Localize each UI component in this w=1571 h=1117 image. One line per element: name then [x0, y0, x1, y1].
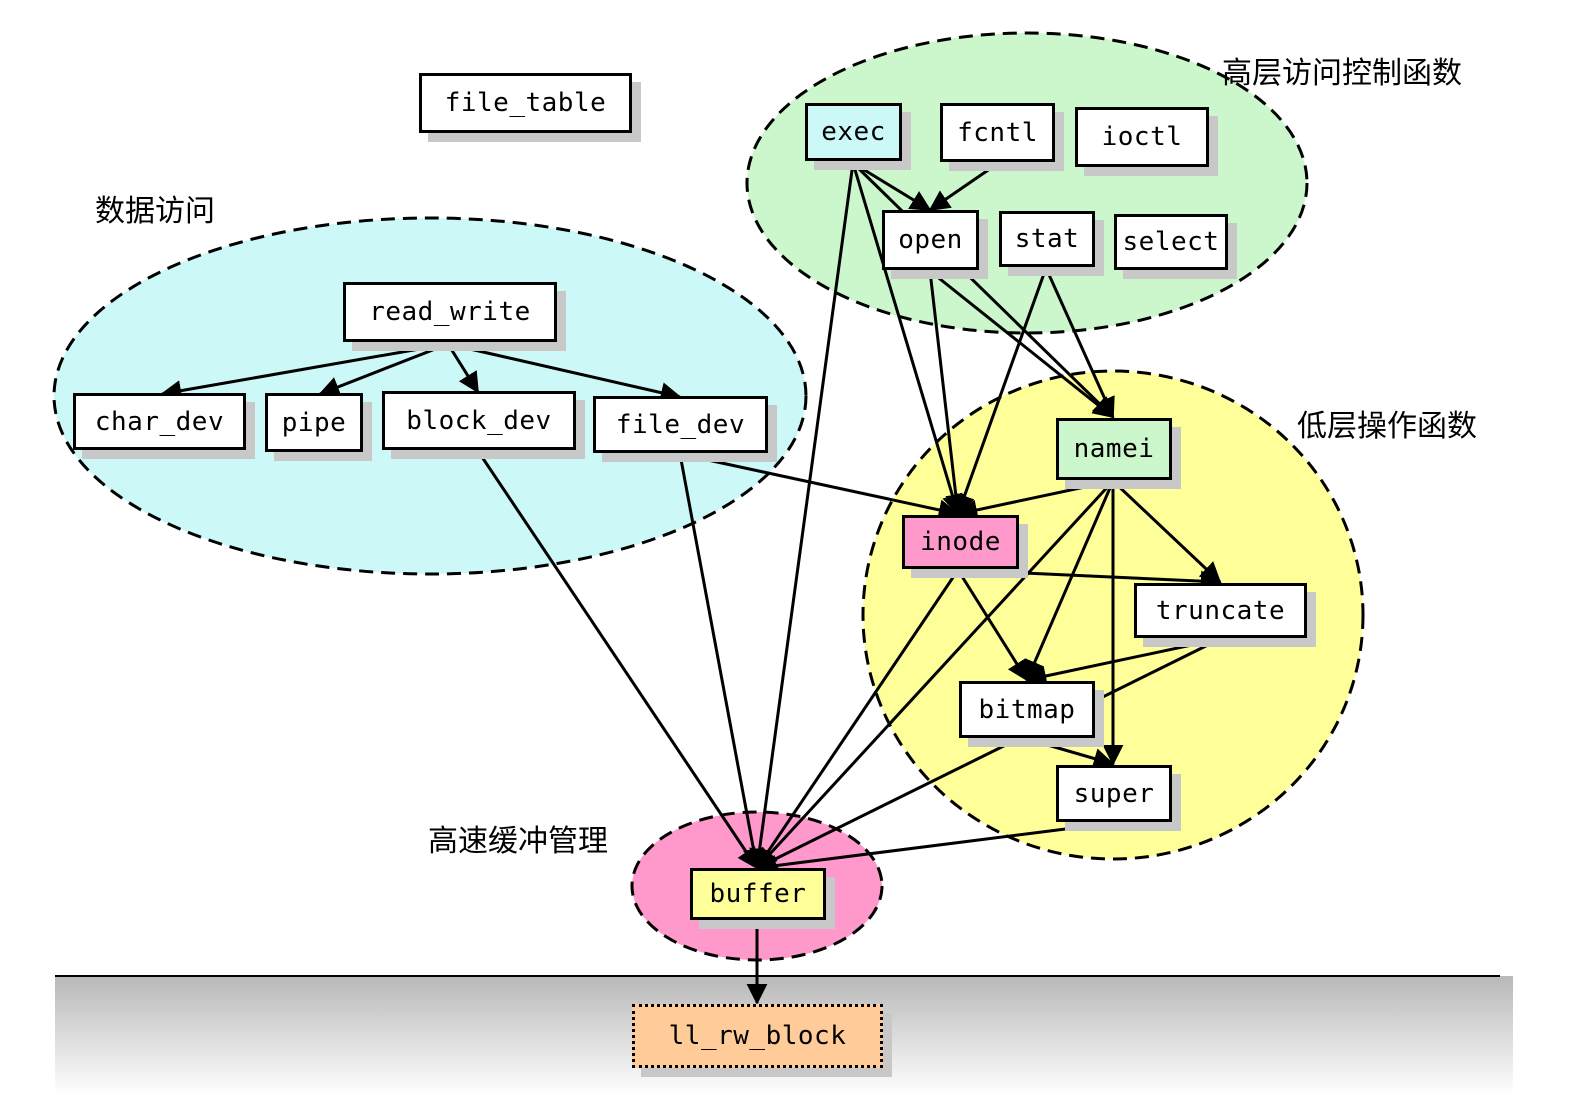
- node-bitmap: bitmap: [959, 681, 1095, 738]
- node-char-dev: char_dev: [73, 393, 246, 450]
- edge-exec-to-open: [852, 161, 932, 212]
- edge-namei-to-buffer: [755, 479, 1115, 870]
- edge-inode-to-bitmap: [956, 569, 1029, 682]
- edge-file-dev-to-buffer: [678, 453, 764, 870]
- edge-inode-to-buffer: [755, 569, 960, 870]
- node-open: open: [882, 210, 979, 270]
- edge-exec-to-buffer: [749, 162, 855, 870]
- edge-open-to-namei: [929, 269, 1115, 419]
- edge-read-write-to-char-dev: [160, 342, 449, 402]
- edge-read-write-to-pipe: [318, 342, 449, 397]
- edge-read-write-to-file-dev: [447, 342, 682, 403]
- node-exec: exec: [805, 103, 902, 161]
- group-label-high-level: 高层访问控制函数: [1222, 56, 1462, 91]
- edge-exec-to-namei: [851, 161, 1115, 419]
- edge-open-to-inode: [928, 270, 967, 516]
- edge-read-write-to-block-dev: [446, 343, 480, 394]
- node-ll-rw-block: ll_rw_block: [632, 1004, 883, 1068]
- node-pipe: pipe: [265, 393, 363, 452]
- group-label-buffer-mgmt: 高速缓冲管理: [428, 824, 608, 859]
- edge-stat-to-namei: [1044, 267, 1115, 419]
- edge-fcntl-to-open: [928, 162, 998, 212]
- node-inode: inode: [902, 515, 1019, 569]
- edge-namei-to-bitmap: [1024, 480, 1115, 682]
- edge-block-dev-to-buffer: [476, 450, 759, 870]
- edge-file-dev-to-inode: [679, 452, 960, 521]
- edge-truncate-to-bitmap: [1025, 637, 1221, 687]
- node-file-dev: file_dev: [593, 396, 768, 453]
- edge-stat-to-inode: [954, 267, 1048, 516]
- edge-inode-to-truncate: [957, 568, 1222, 592]
- node-fcntl: fcntl: [940, 103, 1055, 162]
- node-stat: stat: [999, 211, 1095, 267]
- edge-truncate-to-buffer: [755, 637, 1221, 870]
- node-buffer: buffer: [690, 868, 826, 920]
- node-select: select: [1114, 214, 1228, 270]
- edge-exec-to-inode: [851, 162, 963, 516]
- group-label-data-access: 数据访问: [95, 194, 215, 229]
- node-super: super: [1056, 765, 1172, 822]
- edge-namei-to-truncate: [1111, 479, 1222, 584]
- node-ioctl: ioctl: [1075, 107, 1209, 167]
- edge-namei-to-inode: [956, 479, 1114, 521]
- node-file-table: file_table: [419, 73, 632, 133]
- edge-bitmap-to-super: [1026, 737, 1115, 769]
- node-truncate: truncate: [1134, 583, 1307, 638]
- node-block-dev: block_dev: [382, 391, 576, 450]
- edge-super-to-buffer: [755, 821, 1114, 877]
- node-read-write: read_write: [343, 282, 557, 342]
- group-label-low-level: 低层操作函数: [1297, 409, 1477, 444]
- node-namei: namei: [1056, 418, 1172, 480]
